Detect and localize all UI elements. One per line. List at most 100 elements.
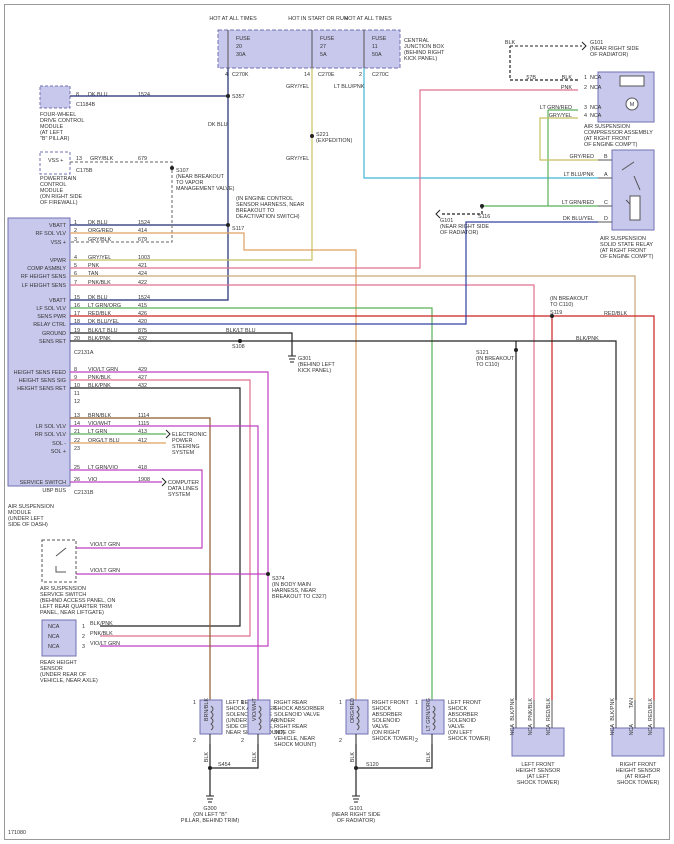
- service-switch: AIR SUSPENSION SERVICE SWITCH (BEHIND AC…: [40, 539, 120, 616]
- sensor-wire: RED/BLK: [546, 698, 552, 721]
- asm-pin-wire: BLK/PNK: [88, 383, 111, 389]
- valve-name-line: SHOCK ABSORBER: [274, 706, 324, 712]
- valve-body: [247, 699, 271, 735]
- switch-name-1: AIR SUSPENSION: [40, 586, 86, 592]
- rear-sensor-pin-number: 3: [82, 644, 85, 650]
- jb-title-2: JUNCTION BOX: [404, 44, 445, 50]
- valve-name-line: SHOCK TOWER): [448, 736, 491, 742]
- rear-sensor-pin-wire: PNK/BLK: [90, 631, 113, 637]
- label-red-blk-right: RED/BLK: [604, 311, 627, 317]
- jb-pin-1: 4: [225, 72, 228, 78]
- asm-pin-label: HEIGHT SENS RET: [17, 386, 66, 392]
- asm-pin-wire: LT GRN: [88, 429, 107, 435]
- rear-sensor-pin-wire: BLK/PNK: [90, 621, 113, 627]
- splice-s357: S357: [232, 94, 245, 100]
- sensor-pin: NCA: [528, 724, 534, 736]
- fuse-label-1: FUSE: [236, 36, 251, 42]
- asm-pin-circuit: 1114: [138, 413, 149, 419]
- valve-name-line: ABSORBER: [448, 712, 478, 718]
- asm-pin-number: 23: [74, 446, 80, 452]
- rear-sensor-name-2: SENSOR: [40, 666, 63, 672]
- asm-name-4: SIDE OF DASH): [8, 522, 48, 528]
- jb-title-4: KICK PANEL): [404, 56, 437, 62]
- rear-sensor-pin-label: NCA: [48, 634, 60, 640]
- label-dk-blu-vert: DK BLU: [208, 122, 228, 128]
- asm-pin-wire: TAN: [88, 271, 98, 277]
- comp-pin-wire: BLK: [562, 75, 573, 81]
- asm-pin-circuit: 427: [138, 375, 147, 381]
- g301-2: (BEHIND LEFT: [298, 362, 336, 368]
- valve-pin-2: 2: [241, 738, 244, 744]
- relay-pin-letter: B: [604, 154, 608, 160]
- valve-body: [199, 699, 223, 735]
- valve-ground-wire: BLK: [426, 752, 432, 763]
- switch-name-2: SERVICE SWITCH: [40, 592, 86, 598]
- label-gry-yel-mid: GRY/YEL: [286, 156, 309, 162]
- label-lt-blu-pnk-top: LT BLU/PNK: [334, 84, 365, 90]
- asm-pin-wire: VIO/WHT: [88, 421, 112, 427]
- relay-pin-wire: LT GRN/RED: [562, 200, 594, 206]
- splice-s107-4: MANAGEMENT VALVE): [176, 186, 235, 192]
- asm-pin-number: 22: [74, 438, 80, 444]
- asm-name-3: (UNDER LEFT: [8, 516, 44, 522]
- asm-pin-circuit: 426: [138, 311, 147, 317]
- rear-height-sensor: REAR HEIGHT SENSOR (UNDER REAR OF VEHICL…: [40, 619, 98, 684]
- jb-connector-3: C270C: [372, 72, 389, 78]
- fuse-label-3: FUSE: [372, 36, 387, 42]
- asm-connector-b: C2131B: [74, 490, 94, 496]
- sensor-name-line: RIGHT FRONT: [620, 762, 657, 768]
- asm-pin-circuit: 414: [138, 228, 147, 234]
- splice-s374-2: (IN BODY MAIN: [272, 582, 311, 588]
- fwd-name-3: MODULE: [40, 124, 63, 130]
- asm-pin-circuit: 432: [138, 383, 147, 389]
- valve-name-line: RIGHT FRONT: [372, 700, 409, 706]
- asm-pin-wire: VIO/LT GRN: [88, 367, 118, 373]
- asm-pin-number: 19: [74, 328, 80, 334]
- asm-pin-wire: BLK/PNK: [88, 336, 111, 342]
- rear-sensor-pin-wire: VIO/LT GRN: [90, 641, 120, 647]
- g300-2: (ON LEFT "B": [193, 812, 226, 818]
- feed-label-3: HOT AT ALL TIMES: [344, 16, 392, 22]
- figure-id: 171080: [8, 830, 26, 836]
- sensor-name-line: HEIGHT SENSOR: [616, 768, 661, 774]
- comp-pin-label: NCA: [590, 105, 602, 111]
- fuse-num-2: 27: [320, 44, 326, 50]
- asm-pin-circuit: 1524: [138, 295, 150, 301]
- asm-pin-label: VSS +: [51, 240, 66, 246]
- g301-3: KICK PANEL): [298, 368, 331, 374]
- asm-pin-number: 18: [74, 319, 80, 325]
- splice-s117-4: DEACTIVATION SWITCH): [236, 214, 300, 220]
- asm-pin-wire: PNK/BLK: [88, 375, 111, 381]
- asm-pin-circuit: 1003: [138, 255, 150, 261]
- cdl-3: SYSTEM: [168, 492, 191, 498]
- feed-label-1: HOT AT ALL TIMES: [209, 16, 257, 22]
- splice-s374-1: S374: [272, 576, 285, 582]
- asm-pin-wire: GRY/YEL: [88, 255, 111, 261]
- motor-icon: M: [630, 102, 635, 108]
- asm-pin-wire: VIO: [88, 477, 97, 483]
- sensor-name-line: SHOCK TOWER): [617, 780, 660, 786]
- valve-ground-wire: BLK: [252, 752, 258, 763]
- jb-connector-1: C270K: [232, 72, 249, 78]
- asm-pin-wire: BRN/BLK: [88, 413, 111, 419]
- asm-pin-circuit: 1908: [138, 477, 150, 483]
- asm-pin-label: RF HEIGHT SENS: [21, 274, 67, 280]
- fuse-amp-2: 5A: [320, 52, 327, 58]
- rear-sensor-name-1: REAR HEIGHT: [40, 660, 78, 666]
- relay-pin-wire: LT BLU/PNK: [564, 172, 595, 178]
- splice-s117-5: S117: [232, 226, 244, 232]
- asm-pin-wire: PNK/BLK: [88, 280, 111, 286]
- valve-name-line: ABSORBER: [372, 712, 402, 718]
- splice-s374-4: BREAKOUT TO C327): [272, 594, 327, 600]
- ground-g101-bot: G101 (NEAR RIGHT SIDE OF RADIATOR): [331, 795, 381, 824]
- valve-name-line: SOLENOID VALVE: [274, 712, 320, 718]
- g101-mid-2: (NEAR RIGHT SIDE: [440, 224, 489, 230]
- comp-name-1: AIR SUSPENSION: [584, 124, 630, 130]
- comp-pin-label: NCA: [590, 75, 602, 81]
- asm-pin-label: SOL +: [51, 449, 66, 455]
- asm-pin-label: GROUND: [42, 331, 66, 337]
- splice-s120: S120: [366, 762, 379, 768]
